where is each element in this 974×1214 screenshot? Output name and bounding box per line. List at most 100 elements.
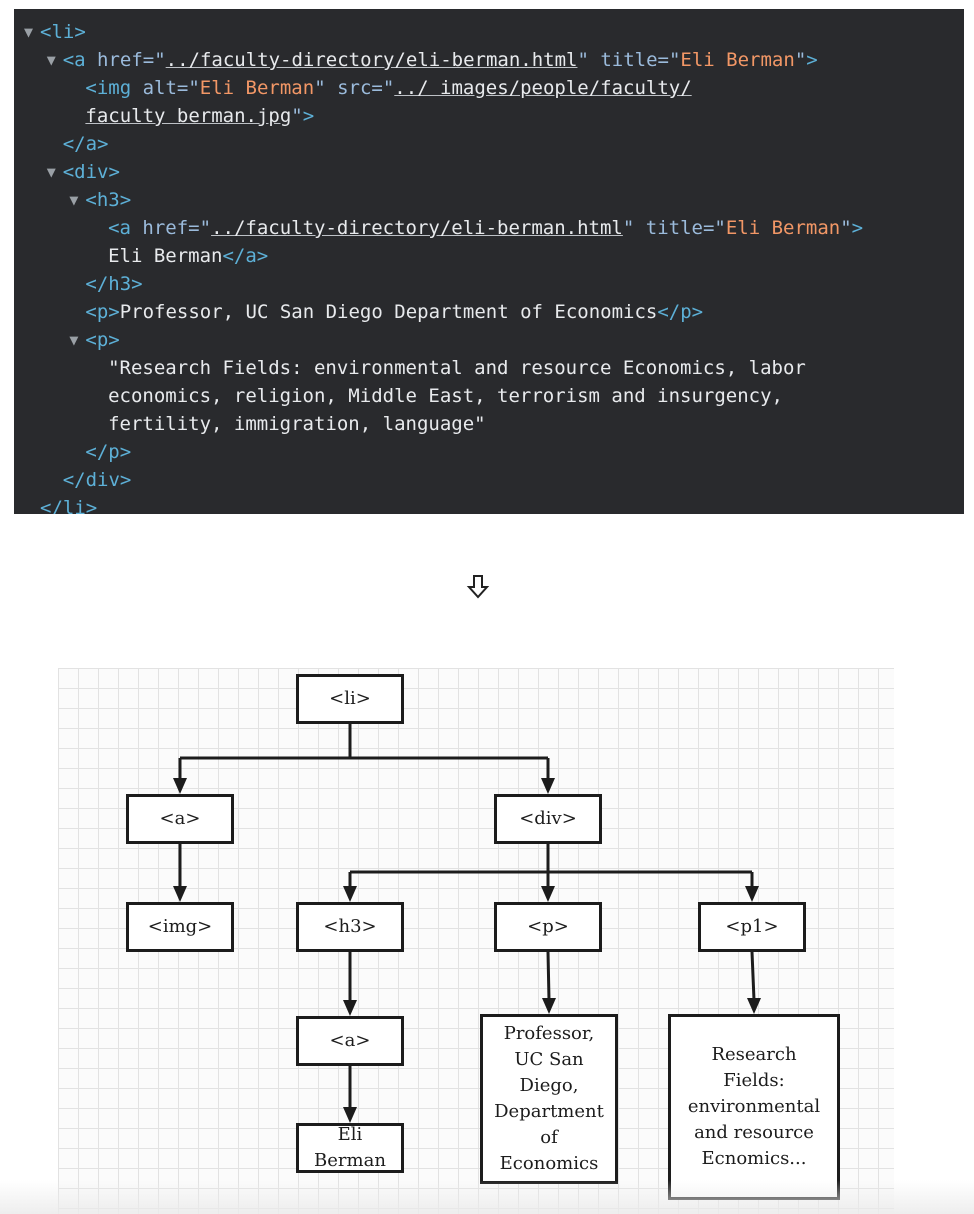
code-line[interactable]: ▼ <h3> [14, 186, 964, 214]
node-professor-text: Professor, UC San Diego, Department of E… [480, 1014, 618, 1184]
down-arrow-icon [466, 574, 490, 600]
code-line: "Research Fields: environmental and reso… [14, 354, 964, 382]
node-div: <div> [494, 794, 602, 844]
node-name-text: Eli Berman [296, 1123, 404, 1173]
code-line-content: <a href="../faculty-directory/eli-berman… [108, 214, 863, 242]
expand-triangle-icon[interactable]: ▼ [46, 51, 56, 69]
expand-triangle-icon[interactable]: ▼ [46, 163, 56, 181]
code-line[interactable]: ▼ <div> [14, 158, 964, 186]
code-token: <a [108, 217, 143, 239]
code-line: economics, religion, Middle East, terror… [14, 382, 964, 410]
code-token: " [291, 105, 303, 127]
node-research-text: Research Fields: environmental and resou… [668, 1014, 840, 1200]
code-token: </h3> [85, 273, 143, 295]
code-line: </a> [14, 130, 964, 158]
code-line[interactable]: ▼ <p> [14, 326, 964, 354]
node-a: <a> [126, 794, 234, 844]
code-token: Eli Berman [725, 217, 841, 239]
code-token: economics, religion, Middle East, terror… [108, 385, 783, 407]
dom-tree-diagram: <li> <a> <div> <img> <h3> <p> <p1> <a> E… [58, 668, 894, 1214]
code-line-content: "Research Fields: environmental and reso… [108, 354, 806, 382]
node-h3-a: <a> [296, 1016, 404, 1066]
code-token: "Research Fields: environmental and reso… [108, 357, 806, 379]
arrowhead [745, 886, 759, 902]
code-token: </div> [62, 469, 132, 491]
code-token: href=" [97, 49, 166, 71]
code-line: fertility, immigration, language" [14, 410, 964, 438]
code-token: <a [62, 49, 98, 71]
arrowhead [541, 886, 555, 902]
arrowhead [173, 886, 187, 902]
node-img: <img> [126, 902, 234, 952]
code-link[interactable]: faculty berman.jpg [85, 105, 292, 127]
code-line-content: <div> [63, 158, 120, 186]
code-line-content: <p>Professor, UC San Diego Department of… [85, 298, 703, 326]
code-line-content: economics, religion, Middle East, terror… [108, 382, 783, 410]
arrowhead [542, 998, 556, 1014]
node-h3: <h3> [296, 902, 404, 952]
code-line-content: faculty berman.jpg"> [85, 102, 314, 130]
code-token: > [806, 49, 818, 71]
code-line-content: </div> [63, 466, 132, 494]
arrowhead [173, 778, 187, 794]
arrowhead [343, 1000, 357, 1016]
tree-edge [546, 951, 551, 1001]
node-li: <li> [296, 674, 404, 724]
code-line: Eli Berman</a> [14, 242, 964, 270]
code-token: </a> [222, 245, 269, 267]
node-p: <p> [494, 902, 602, 952]
code-token: Eli Berman [199, 77, 315, 99]
code-line: <p>Professor, UC San Diego Department of… [14, 298, 964, 326]
code-line-content: </h3> [85, 270, 142, 298]
code-token: Eli Berman [680, 49, 795, 71]
code-token: <p> [85, 329, 120, 351]
code-line[interactable]: ▼ <li> [14, 18, 964, 46]
code-line-content: <h3> [85, 186, 131, 214]
expand-triangle-icon[interactable]: ▼ [69, 191, 79, 209]
code-token: " title=" [622, 217, 726, 239]
code-token: " [794, 49, 807, 71]
tree-edge [750, 951, 756, 1001]
code-link[interactable]: ../faculty-directory/eli-berman.html [211, 217, 623, 239]
code-token: " src=" [314, 77, 395, 99]
code-token: </p> [657, 301, 704, 323]
code-line: </li> [14, 494, 964, 514]
expand-triangle-icon[interactable]: ▼ [24, 23, 34, 41]
code-link[interactable]: ../faculty-directory/eli-berman.html [165, 49, 578, 71]
code-link[interactable]: ../ images/people/faculty/ [394, 77, 692, 99]
code-line: </p> [14, 438, 964, 466]
tree-edges [173, 724, 761, 1123]
code-line-content: <a href="../faculty-directory/eli-berman… [63, 46, 818, 74]
code-token: Eli Berman [108, 245, 223, 267]
code-token: </p> [85, 441, 132, 463]
node-p1: <p1> [698, 902, 806, 952]
devtools-elements-panel: ▼<li>▼<a href="../faculty-directory/eli-… [14, 9, 964, 514]
code-line: faculty berman.jpg"> [14, 102, 964, 130]
code-token: <h3> [85, 189, 132, 211]
code-line: </div> [14, 466, 964, 494]
code-token: > [302, 105, 315, 127]
code-token: alt=" [142, 77, 200, 99]
code-token: Professor, UC San Diego Department of Ec… [119, 301, 658, 323]
code-line-content: <img alt="Eli Berman" src="../ images/pe… [85, 74, 691, 102]
code-line-content: </li> [40, 494, 97, 514]
code-token: " title=" [577, 49, 681, 71]
arrowhead [343, 886, 357, 902]
code-line-content: fertility, immigration, language" [108, 410, 486, 438]
code-line[interactable]: ▼ <a href="../faculty-directory/eli-berma… [14, 46, 964, 74]
code-token: <img [85, 77, 143, 99]
code-token: <div> [62, 161, 120, 183]
expand-triangle-icon[interactable]: ▼ [69, 331, 79, 349]
code-token: > [851, 217, 864, 239]
code-token: <li> [40, 21, 86, 43]
code-line-content: <li> [40, 18, 86, 46]
code-token: fertility, immigration, language" [108, 413, 486, 435]
code-line-content: </p> [85, 438, 131, 466]
arrowhead [343, 1107, 357, 1123]
code-line: <a href="../faculty-directory/eli-berman… [14, 214, 964, 242]
code-line: <img alt="Eli Berman" src="../ images/pe… [14, 74, 964, 102]
code-token: </li> [40, 497, 98, 514]
bottom-fade [0, 1180, 974, 1214]
code-line-content: Eli Berman</a> [108, 242, 268, 270]
code-line: </h3> [14, 270, 964, 298]
